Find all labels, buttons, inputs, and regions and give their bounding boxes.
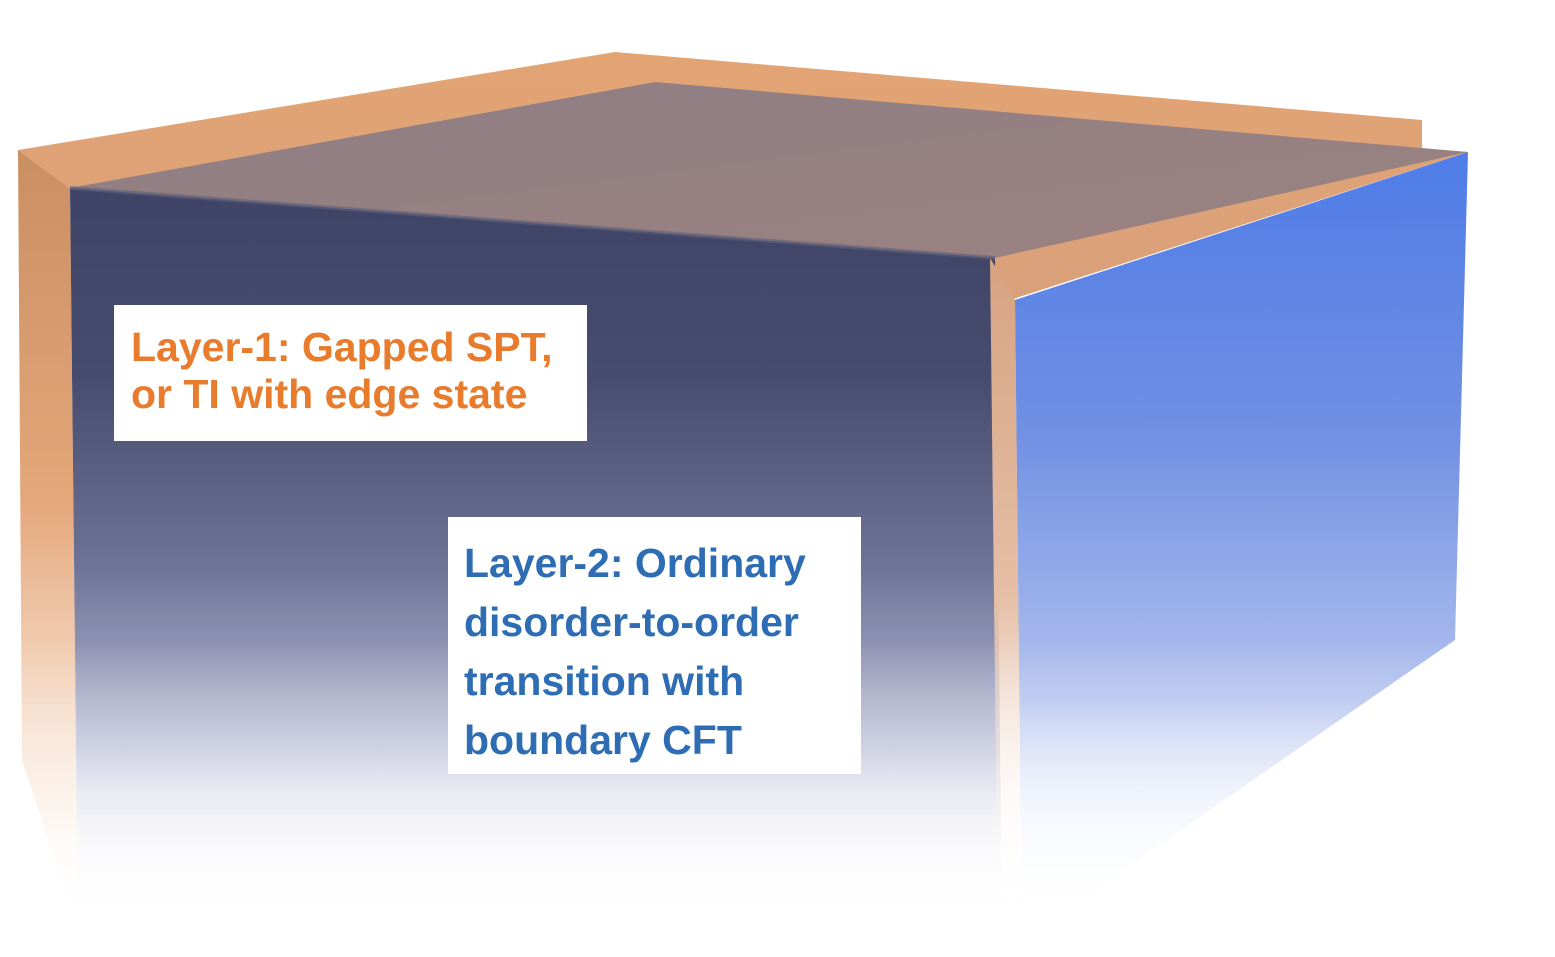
layer-2-label: Layer-2: Ordinary disorder-to-order tran…: [448, 517, 861, 774]
layer-1-label-line-1: Layer-1: Gapped SPT,: [131, 324, 553, 370]
front-top-edge-highlight: [69, 186, 996, 260]
layer-2-label-line-3: transition with: [464, 658, 745, 704]
layer-1-label-line-2: or TI with edge state: [131, 371, 528, 417]
layer-2-label-line-2: disorder-to-order: [464, 599, 799, 645]
layer-2-label-line-4: boundary CFT: [464, 717, 742, 763]
layer-2-label-line-1: Layer-2: Ordinary: [464, 540, 806, 586]
layer-1-label: Layer-1: Gapped SPT, or TI with edge sta…: [114, 305, 587, 441]
